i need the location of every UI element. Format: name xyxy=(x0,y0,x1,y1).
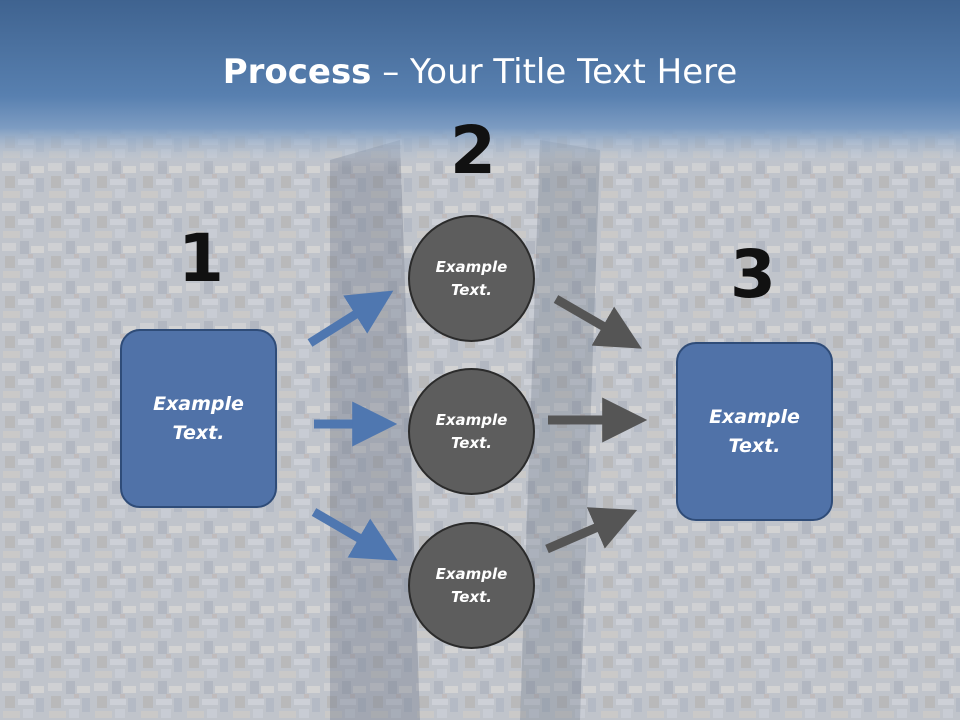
step-2-circle-label: Example Text. xyxy=(435,564,508,606)
slide-title: Process – Your Title Text Here xyxy=(0,52,960,92)
step-2-circle-label: Example Text. xyxy=(435,257,508,299)
step-3-box: Example Text. xyxy=(676,342,833,521)
step-1-number: 1 xyxy=(178,220,224,297)
step-2-circle-middle: Example Text. xyxy=(408,368,535,495)
arrow-2c-to-3 xyxy=(545,507,638,554)
step-1-box: Example Text. xyxy=(120,329,277,508)
step-2-number: 2 xyxy=(450,112,496,189)
arrow-1-to-2a xyxy=(307,290,394,347)
step-3-number: 3 xyxy=(730,236,776,313)
step-3-label: Example Text. xyxy=(709,405,800,457)
step-2-circle-top: Example Text. xyxy=(408,215,535,342)
arrow-2a-to-3 xyxy=(553,295,642,349)
step-2-circle-bottom: Example Text. xyxy=(408,522,535,649)
title-rest: – Your Title Text Here xyxy=(371,52,738,92)
step-2-circle-label: Example Text. xyxy=(435,410,508,452)
step-1-label: Example Text. xyxy=(153,392,244,444)
arrow-1-to-2c xyxy=(311,508,398,561)
title-bold: Process xyxy=(222,52,372,92)
